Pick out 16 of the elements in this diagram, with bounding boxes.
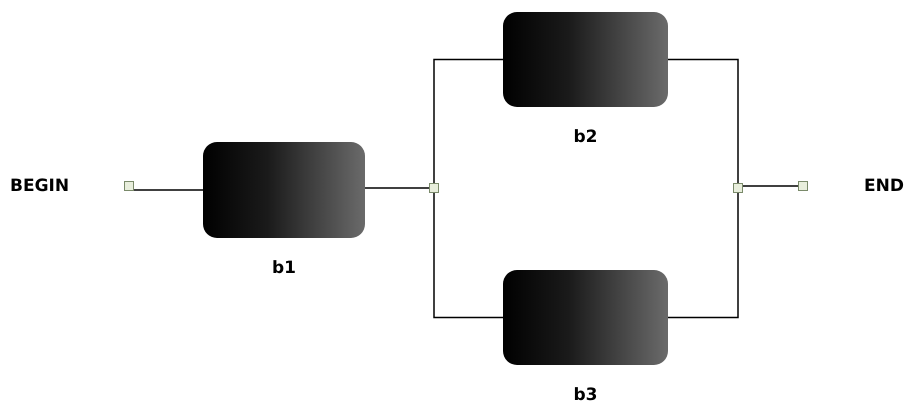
box-label: b2 bbox=[574, 127, 598, 147]
box-label: b1 bbox=[272, 258, 296, 278]
box-label: b3 bbox=[574, 385, 598, 405]
connector-line bbox=[743, 185, 798, 187]
terminal-label: END bbox=[864, 176, 904, 196]
connector-line bbox=[433, 193, 503, 318]
connector-line bbox=[668, 58, 739, 183]
connector-line bbox=[365, 187, 429, 189]
connection-point bbox=[798, 181, 808, 191]
terminal-label: BEGIN bbox=[10, 176, 70, 196]
connection-point bbox=[429, 183, 439, 193]
connection-point bbox=[733, 183, 743, 193]
connector-line bbox=[134, 189, 203, 191]
connection-point bbox=[124, 181, 134, 191]
connector-line bbox=[433, 58, 503, 183]
connector-line bbox=[668, 193, 739, 318]
